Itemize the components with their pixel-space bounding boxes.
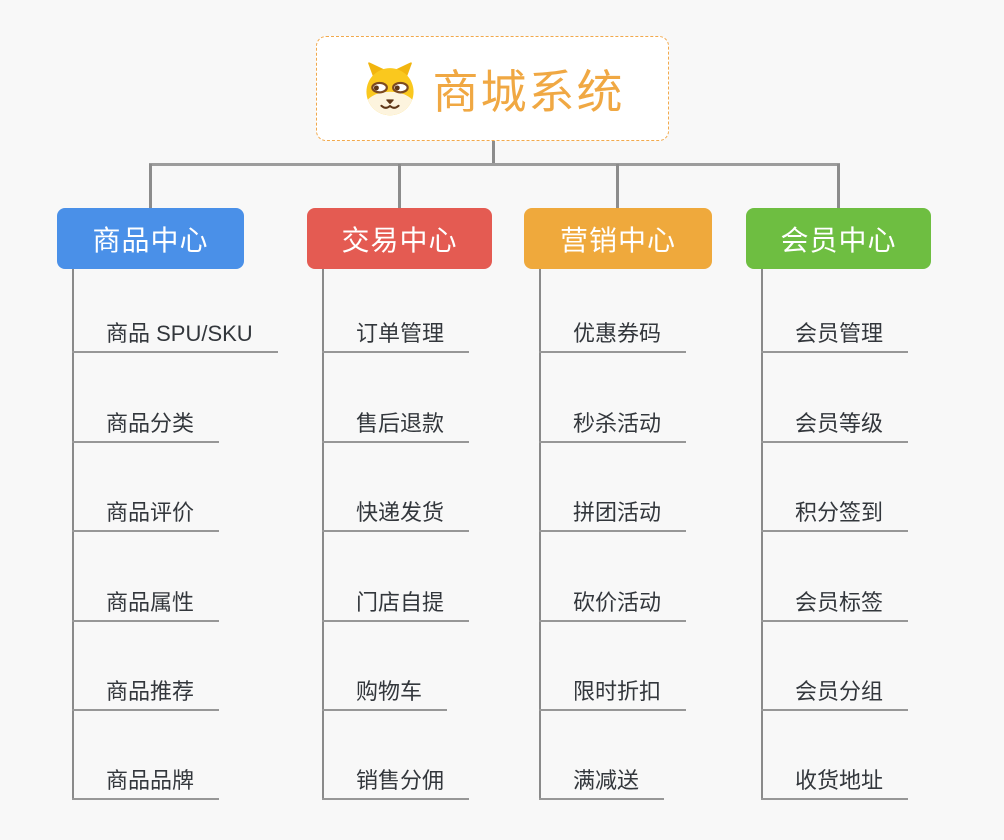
branch-trunk	[761, 269, 763, 800]
leaf-node[interactable]: 会员标签	[761, 590, 909, 622]
branch-product-center: 商品中心 商品 SPU/SKU 商品分类 商品评价 商品属性 商品推荐 商品品牌	[57, 208, 287, 828]
branch-header-member-center[interactable]: 会员中心	[746, 208, 931, 269]
dog-face-icon	[365, 61, 414, 115]
leaf-node[interactable]: 订单管理	[322, 321, 470, 353]
leaf-node[interactable]: 销售分佣	[322, 768, 470, 800]
leaf-node[interactable]: 砍价活动	[539, 590, 687, 622]
connector-horizontal	[149, 163, 840, 166]
leaf-node[interactable]: 商品 SPU/SKU	[72, 321, 278, 353]
branch-member-center: 会员中心 会员管理 会员等级 积分签到 会员标签 会员分组 收货地址	[746, 208, 976, 828]
leaf-node[interactable]: 优惠券码	[539, 321, 687, 353]
leaf-node[interactable]: 购物车	[322, 679, 448, 711]
leaf-node[interactable]: 商品分类	[72, 411, 220, 443]
leaf-node[interactable]: 商品属性	[72, 590, 220, 622]
leaf-node[interactable]: 商品评价	[72, 500, 220, 532]
leaf-node[interactable]: 快递发货	[322, 500, 470, 532]
leaf-node[interactable]: 拼团活动	[539, 500, 687, 532]
branch-trunk	[539, 269, 541, 800]
leaf-node[interactable]: 秒杀活动	[539, 411, 687, 443]
leaf-node[interactable]: 会员管理	[761, 321, 909, 353]
connector-drop-2	[398, 164, 401, 208]
leaf-node[interactable]: 积分签到	[761, 500, 909, 532]
branch-header-product-center[interactable]: 商品中心	[57, 208, 244, 269]
leaf-node[interactable]: 会员等级	[761, 411, 909, 443]
connector-drop-4	[837, 164, 840, 208]
branch-trunk	[322, 269, 324, 800]
connector-drop-3	[616, 164, 619, 208]
connector-root-stem	[492, 141, 495, 164]
leaf-node[interactable]: 商品品牌	[72, 768, 220, 800]
leaf-node[interactable]: 售后退款	[322, 411, 470, 443]
root-title: 商城系统	[432, 65, 625, 118]
branch-header-trade-center[interactable]: 交易中心	[307, 208, 492, 269]
branch-trunk	[72, 269, 74, 800]
branch-trade-center: 交易中心 订单管理 售后退款 快递发货 门店自提 购物车 销售分佣	[307, 208, 537, 828]
leaf-node[interactable]: 商品推荐	[72, 679, 220, 711]
connector-drop-1	[149, 164, 152, 208]
leaf-node[interactable]: 收货地址	[761, 768, 909, 800]
branch-header-marketing-center[interactable]: 营销中心	[524, 208, 712, 269]
leaf-node[interactable]: 满减送	[539, 768, 665, 800]
leaf-node[interactable]: 限时折扣	[539, 679, 687, 711]
leaf-node[interactable]: 会员分组	[761, 679, 909, 711]
leaf-node[interactable]: 门店自提	[322, 590, 470, 622]
root-node[interactable]: 商城系统	[316, 36, 669, 141]
branch-marketing-center: 营销中心 优惠券码 秒杀活动 拼团活动 砍价活动 限时折扣 满减送	[524, 208, 754, 828]
